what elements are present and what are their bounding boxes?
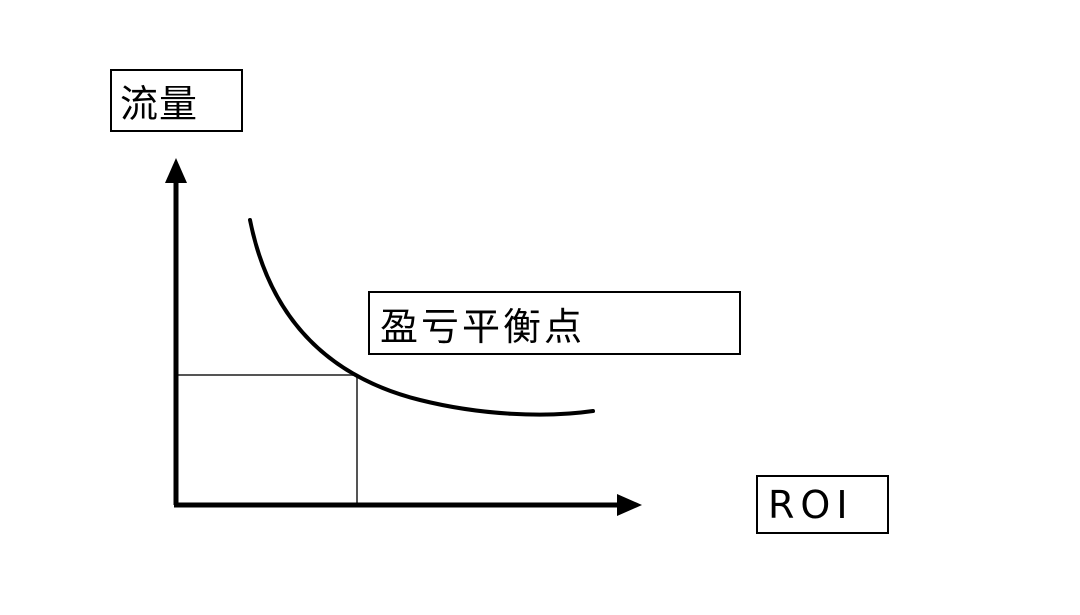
breakeven-curve: [248, 218, 595, 417]
x-axis-label: ROI: [756, 475, 889, 534]
x-axis-arrowhead: [617, 494, 642, 516]
breakeven-point-label-text: 盈亏平衡点: [380, 304, 586, 349]
breakeven-point-label: 盈亏平衡点: [368, 291, 741, 355]
x-axis-label-text: ROI: [768, 482, 854, 527]
y-axis-arrowhead: [165, 158, 187, 183]
y-axis-label-text: 流量: [120, 82, 199, 126]
y-axis-label: 流量: [110, 69, 243, 132]
